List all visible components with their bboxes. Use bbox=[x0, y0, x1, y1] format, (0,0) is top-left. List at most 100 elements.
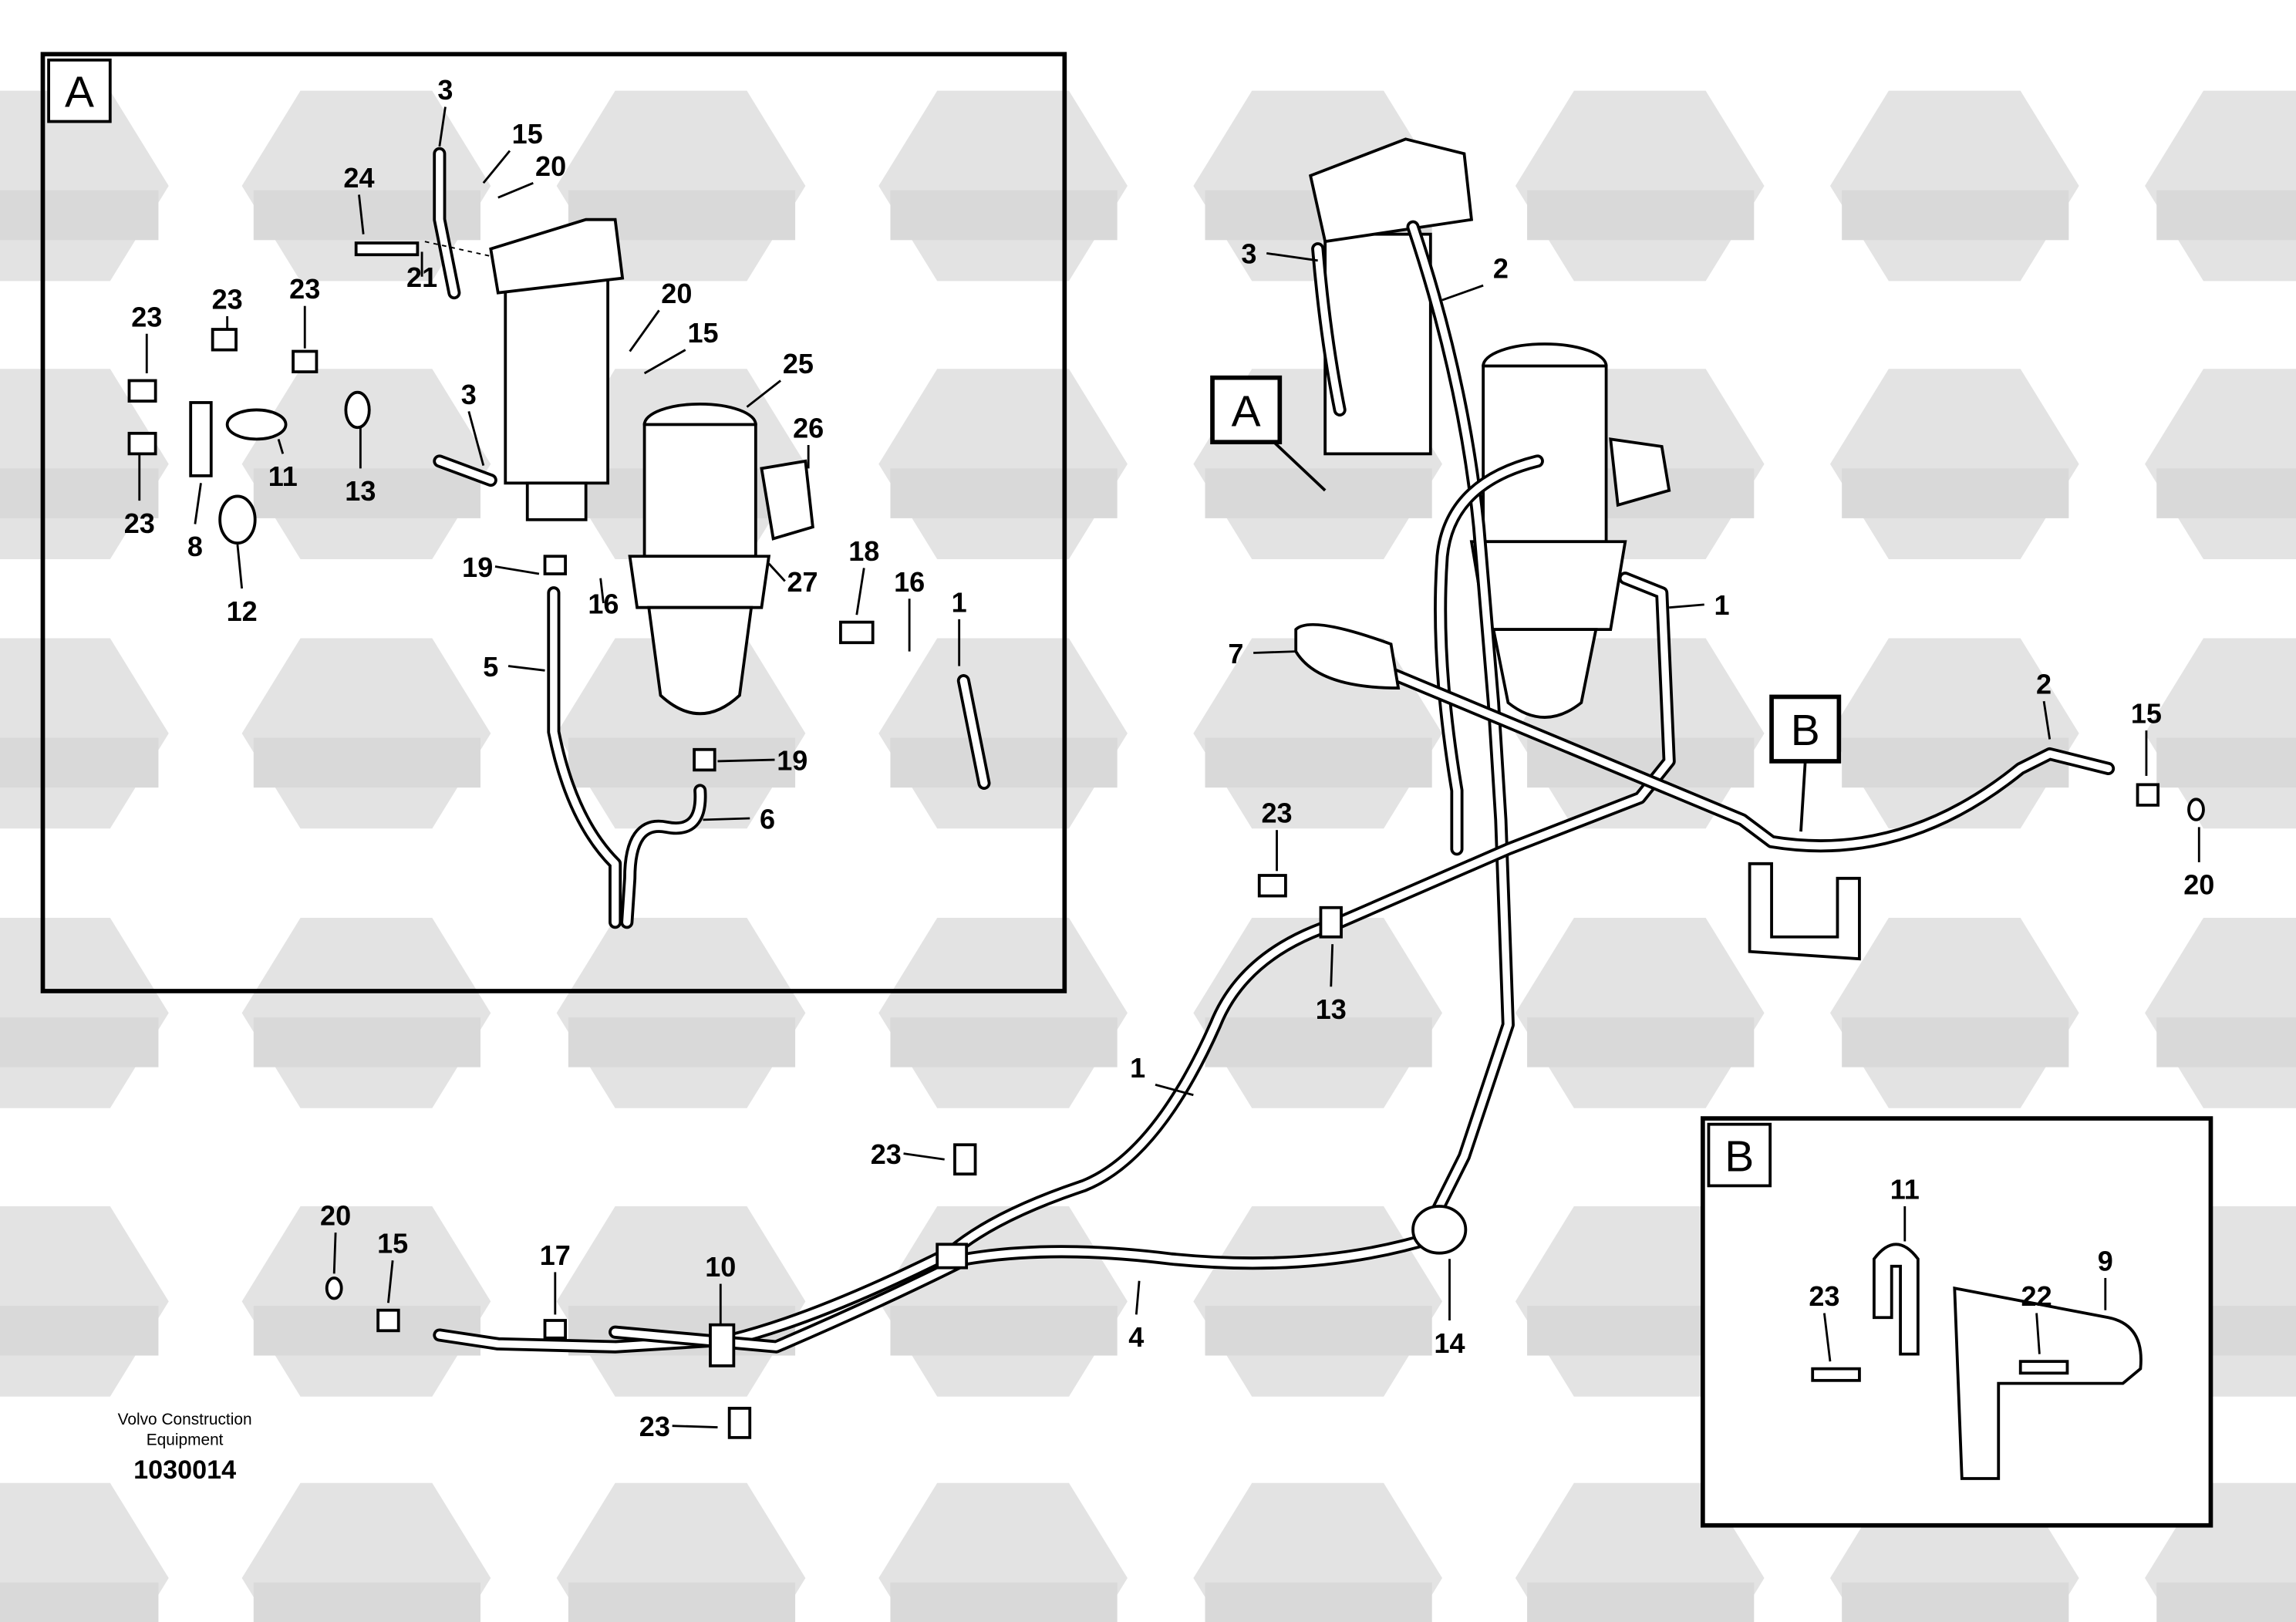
leader-line bbox=[1669, 603, 1704, 609]
callout-detail-a: 13 bbox=[345, 475, 376, 507]
callout-main: 2 bbox=[1493, 253, 1509, 285]
main-assembly: A B bbox=[325, 137, 2205, 1439]
watermark-tile bbox=[0, 1482, 169, 1622]
detail-a-label-box bbox=[47, 58, 112, 123]
grommet-14 bbox=[1411, 1205, 1468, 1255]
watermark-tile bbox=[878, 1482, 1128, 1622]
callout-main: 1 bbox=[1130, 1052, 1145, 1084]
watermark-tile bbox=[2145, 638, 2296, 829]
callout-detail-a: 16 bbox=[588, 588, 619, 619]
detail-a-frame bbox=[40, 52, 1067, 993]
callout-detail-b: 11 bbox=[1890, 1173, 1920, 1205]
leader-line bbox=[1330, 944, 1334, 987]
leader-lines bbox=[138, 106, 2200, 1428]
callout-detail-a: 15 bbox=[687, 317, 718, 349]
leader-line bbox=[903, 1152, 945, 1161]
callout-detail-b: 22 bbox=[2021, 1280, 2052, 1312]
view-marker-b-label: B bbox=[1791, 706, 1820, 755]
callout-detail-a: 3 bbox=[461, 379, 477, 410]
callout-main: 20 bbox=[2183, 869, 2214, 901]
watermark-tile bbox=[2145, 90, 2296, 282]
watermark-tile bbox=[0, 1206, 169, 1397]
callout-detail-a: 1 bbox=[952, 586, 967, 618]
leader-line bbox=[2035, 1313, 2041, 1354]
leader-line bbox=[643, 349, 686, 375]
callout-detail-a: 25 bbox=[783, 348, 814, 379]
leader-line bbox=[672, 1425, 718, 1428]
callout-main: 23 bbox=[871, 1138, 902, 1170]
callout-detail-b: 23 bbox=[1809, 1280, 1839, 1312]
leader-line bbox=[2042, 700, 2052, 740]
callout-main: 23 bbox=[639, 1411, 670, 1442]
insulation-sleeve-7 bbox=[1294, 622, 1401, 690]
callout-detail-a: 11 bbox=[268, 460, 298, 492]
callout-main: 15 bbox=[2131, 698, 2162, 730]
leader-line bbox=[629, 309, 660, 352]
leader-line bbox=[507, 665, 545, 672]
callout-detail-a: 21 bbox=[406, 261, 437, 293]
leader-line bbox=[358, 194, 365, 234]
detail-a-parts bbox=[127, 147, 991, 929]
watermark-tile bbox=[1829, 369, 2079, 560]
detail-a-label: A bbox=[65, 68, 94, 117]
company-line-1: Volvo Construction bbox=[118, 1411, 252, 1428]
drawing-number: 1030014 bbox=[133, 1455, 236, 1485]
callout-detail-a: 20 bbox=[661, 278, 692, 309]
watermark-tile bbox=[241, 1206, 491, 1397]
watermark-tile bbox=[556, 1482, 806, 1622]
callout-detail-a: 23 bbox=[212, 283, 243, 315]
leader-line bbox=[332, 1233, 337, 1274]
callout-detail-a: 19 bbox=[462, 551, 493, 583]
view-marker-a-label: A bbox=[1232, 386, 1261, 436]
watermark-tile bbox=[2145, 369, 2296, 560]
callout-main: 4 bbox=[1128, 1321, 1144, 1353]
leader-line bbox=[482, 150, 511, 184]
leader-line bbox=[599, 578, 605, 604]
leader-line bbox=[1135, 1280, 1141, 1315]
watermark-tile bbox=[1193, 1482, 1443, 1622]
callout-detail-a: 19 bbox=[777, 744, 807, 776]
callout-detail-b: 9 bbox=[2098, 1245, 2113, 1276]
callout-detail-a: 26 bbox=[793, 413, 824, 444]
watermark-tile bbox=[878, 638, 1128, 829]
watermark-tile bbox=[556, 638, 806, 829]
callout-detail-a: 27 bbox=[787, 566, 818, 598]
watermark-tile bbox=[1515, 90, 1765, 282]
callout-detail-a: 18 bbox=[848, 535, 879, 567]
watermark-tile bbox=[1829, 90, 2079, 282]
watermark-tile bbox=[556, 1206, 806, 1397]
detail-b-label: B bbox=[1725, 1131, 1754, 1181]
leader-line bbox=[1155, 1084, 1194, 1097]
watermark-tile bbox=[878, 369, 1128, 560]
leader-line bbox=[1441, 284, 1484, 302]
watermark-tile bbox=[1829, 638, 2079, 829]
leader-line bbox=[387, 1260, 394, 1303]
watermark-tile bbox=[878, 1206, 1128, 1397]
company-line-2: Equipment bbox=[147, 1431, 224, 1448]
watermark-tile bbox=[241, 1482, 491, 1622]
callout-main: 20 bbox=[320, 1200, 351, 1232]
callout-main: 3 bbox=[1241, 238, 1256, 270]
watermark-tile bbox=[2145, 918, 2296, 1108]
leader-line bbox=[855, 568, 865, 615]
leader-line bbox=[1266, 251, 1318, 262]
callout-detail-a: 8 bbox=[187, 531, 203, 562]
callout-detail-a: 6 bbox=[760, 803, 775, 835]
watermark-tile bbox=[241, 369, 491, 560]
watermark-tile bbox=[556, 918, 806, 1108]
bracket-27 bbox=[760, 459, 814, 541]
leader-line bbox=[767, 562, 786, 582]
callout-detail-a: 16 bbox=[894, 566, 925, 598]
watermark-tile bbox=[1829, 918, 2079, 1108]
callout-main: 2 bbox=[2036, 669, 2052, 700]
watermark-tile bbox=[241, 638, 491, 829]
leader-line bbox=[497, 181, 534, 199]
leader-line bbox=[703, 817, 750, 821]
leader-line bbox=[1253, 650, 1296, 654]
callout-detail-a: 23 bbox=[289, 273, 320, 305]
main-fuel-filter bbox=[1323, 232, 1432, 456]
leader-line bbox=[717, 758, 775, 763]
